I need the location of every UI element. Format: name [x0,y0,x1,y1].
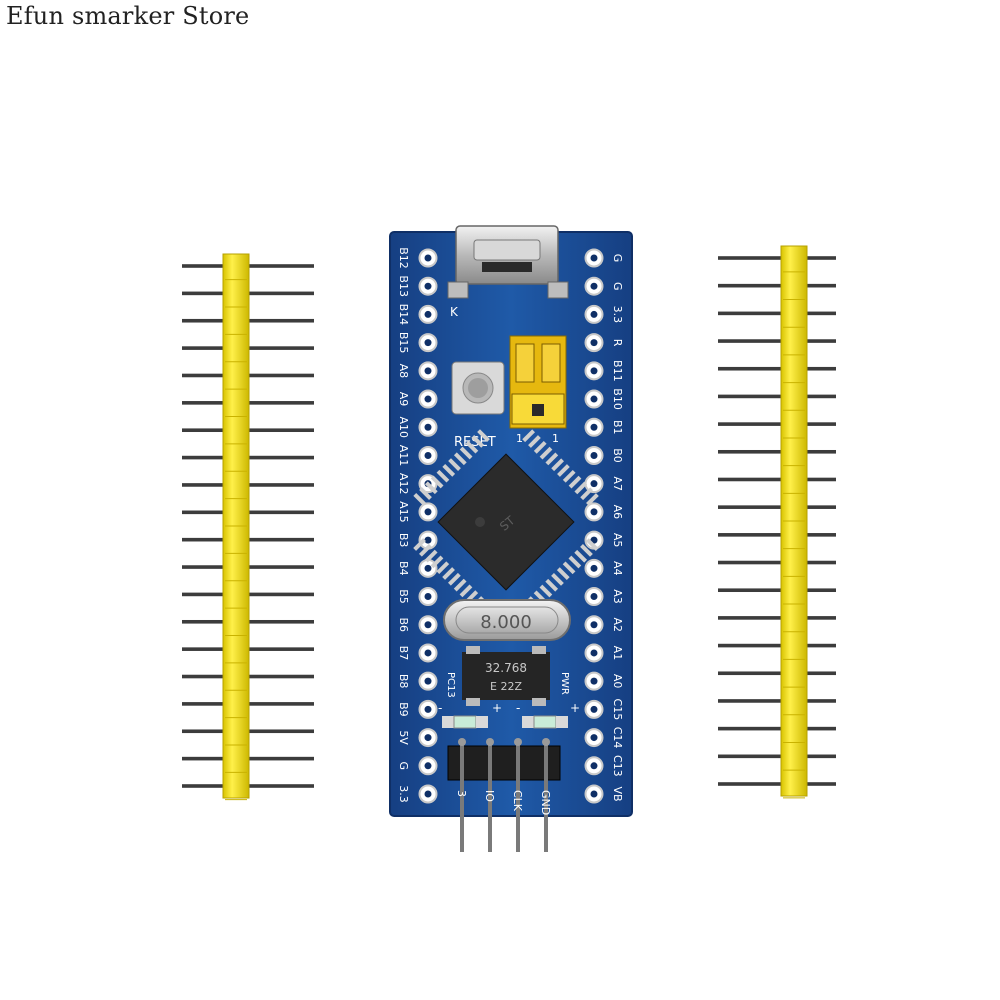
left-pin-label: B6 [397,617,410,632]
left-pin-label: B7 [397,646,410,661]
right-pin-label: C15 [611,699,624,721]
right-header-pin [718,477,836,482]
right-header-pin [718,339,836,343]
left-pin-label: A9 [397,392,410,407]
crystal-8mhz: 8.000 [443,599,571,641]
left-pin-label: B15 [397,332,410,354]
mcu-chip: ST [413,429,599,615]
right-header-pin [718,533,836,537]
right-pin-holes [584,248,604,804]
polarity-label-2: + [492,701,502,715]
left-pin-label: B12 [397,247,410,269]
left-pin-label: 5V [397,730,410,745]
led-label-pwr: PWR [559,672,570,695]
left-pin-label: B13 [397,275,410,297]
rtc-crystal-label: 32.768 [485,661,527,675]
right-header-pin [718,588,836,593]
swd-pin [544,740,548,852]
rtc-crystal: 32.768 E 22Z PC13 PWR [445,646,570,706]
swd-debug-labels: 3 IO CLK GND [455,790,552,815]
right-pin-label: B0 [611,448,624,463]
right-header-pin [718,505,836,509]
right-header-pin [718,699,836,703]
right-pin-label: B11 [611,360,624,382]
swd-debug-header [447,738,561,852]
polarity-label-3: - [516,701,520,715]
polarity-label-1: - [438,701,442,715]
polarity-label-4: + [570,701,580,715]
left-pin-label: 3.3 [397,785,410,803]
right-pin-label: C14 [611,727,624,749]
left-pin-labels: B12B13B14B15A8A9A10A11A12A15B3B4B5B6B7B8… [397,247,410,803]
right-header-pin [718,422,836,426]
right-pin-label: B10 [611,388,624,410]
swd-pin-label: 3 [455,790,468,797]
right-header-pin [718,560,836,565]
right-header-pin [718,366,836,371]
left-pin-label: B3 [397,533,410,548]
boot-jumpers: 1 1 [509,335,567,445]
right-pin-label: A6 [611,505,624,520]
right-pin-label: A2 [611,617,624,632]
right-header-pin [718,643,836,648]
left-pin-header-strip [182,253,314,801]
right-pin-label: VB [611,786,624,801]
left-pin-label: B5 [397,589,410,604]
right-header-pin [718,256,836,260]
right-pin-labels: G G 3.3R B11B10B1B0A7A6A5A4A3A2A1A0C15C14C1… [611,254,624,802]
left-pin-label: A11 [397,445,410,467]
right-header-pin [718,311,836,316]
right-pin-label: A7 [611,476,624,491]
right-pin-label: A3 [611,589,624,604]
swd-pin-label: GND [539,790,552,815]
swd-pin [460,740,464,852]
left-pin-label: B9 [397,702,410,717]
right-header-pin [718,283,836,288]
right-header-pin [718,754,836,759]
swd-pin [488,740,492,852]
right-pin-label: G [611,254,624,263]
right-pin-label: A0 [611,674,624,689]
stm32-blue-pill-board: B12B13B14B15A8A9A10A11A12A15B3B4B5B6B7B8… [389,225,633,852]
right-pin-label: A4 [611,561,624,576]
right-header-pin [718,726,836,731]
jumper-label-1: 1 [516,432,523,445]
right-pin-label: 3.3 [611,306,624,324]
swd-pin-label: CLK [511,790,524,812]
store-watermark: Efun smarker Store [6,2,250,30]
right-pin-label: A5 [611,533,624,548]
right-pin-header-strip [718,245,836,799]
right-pin-label: A1 [611,646,624,661]
jumper-label-2: 1 [552,432,559,445]
right-pin-label: B1 [611,420,624,435]
status-leds: - + - + [438,701,580,729]
left-pin-label: A8 [397,364,410,379]
right-header-pin [718,616,836,620]
right-pin-label: C13 [611,755,624,777]
right-pin-label: G [611,282,624,291]
swd-pin-label: IO [483,790,496,802]
right-header-pin [718,449,836,454]
right-pin-label: R [611,339,624,347]
left-pin-label: A12 [397,473,410,495]
left-pin-label: B4 [397,561,410,576]
micro-usb-connector: K [447,225,569,319]
left-pin-label: B14 [397,304,410,326]
left-pin-label: A10 [397,416,410,438]
led-label-pc13: PC13 [445,672,456,698]
left-pin-holes [418,248,438,804]
left-pin-label: G [397,762,410,771]
left-pin-label: B8 [397,674,410,689]
swd-pin [516,740,520,852]
right-header-pin [718,394,836,399]
right-header-pin [718,671,836,676]
right-header-pin [718,782,836,786]
rtc-crystal-sub: E 22Z [490,680,522,693]
left-pin-label: A15 [397,501,410,523]
crystal-label: 8.000 [480,612,532,633]
reset-button: RESET [451,361,505,450]
usb-k-label: K [450,305,459,319]
